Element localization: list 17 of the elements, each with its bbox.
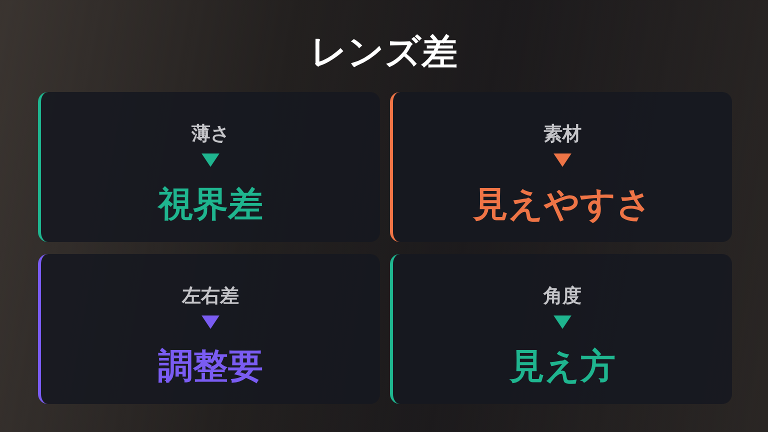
label-text: 角度 xyxy=(393,276,732,316)
label-text: 左右差 xyxy=(41,276,380,316)
result-text: 見え方 xyxy=(393,328,732,394)
card xyxy=(390,92,732,242)
card xyxy=(390,254,732,404)
arrow xyxy=(202,154,220,167)
card xyxy=(38,92,380,242)
arrow xyxy=(554,316,572,329)
label-text: 薄さ xyxy=(41,114,380,154)
card xyxy=(38,254,380,404)
arrow xyxy=(554,154,572,167)
result-text: 調整要 xyxy=(41,328,380,394)
result-text: 見えやすさ xyxy=(393,166,732,232)
label-text: 素材 xyxy=(393,114,732,154)
arrow xyxy=(202,316,220,329)
title: レンズ差 xyxy=(310,31,458,75)
result-text: 視界差 xyxy=(41,166,380,232)
